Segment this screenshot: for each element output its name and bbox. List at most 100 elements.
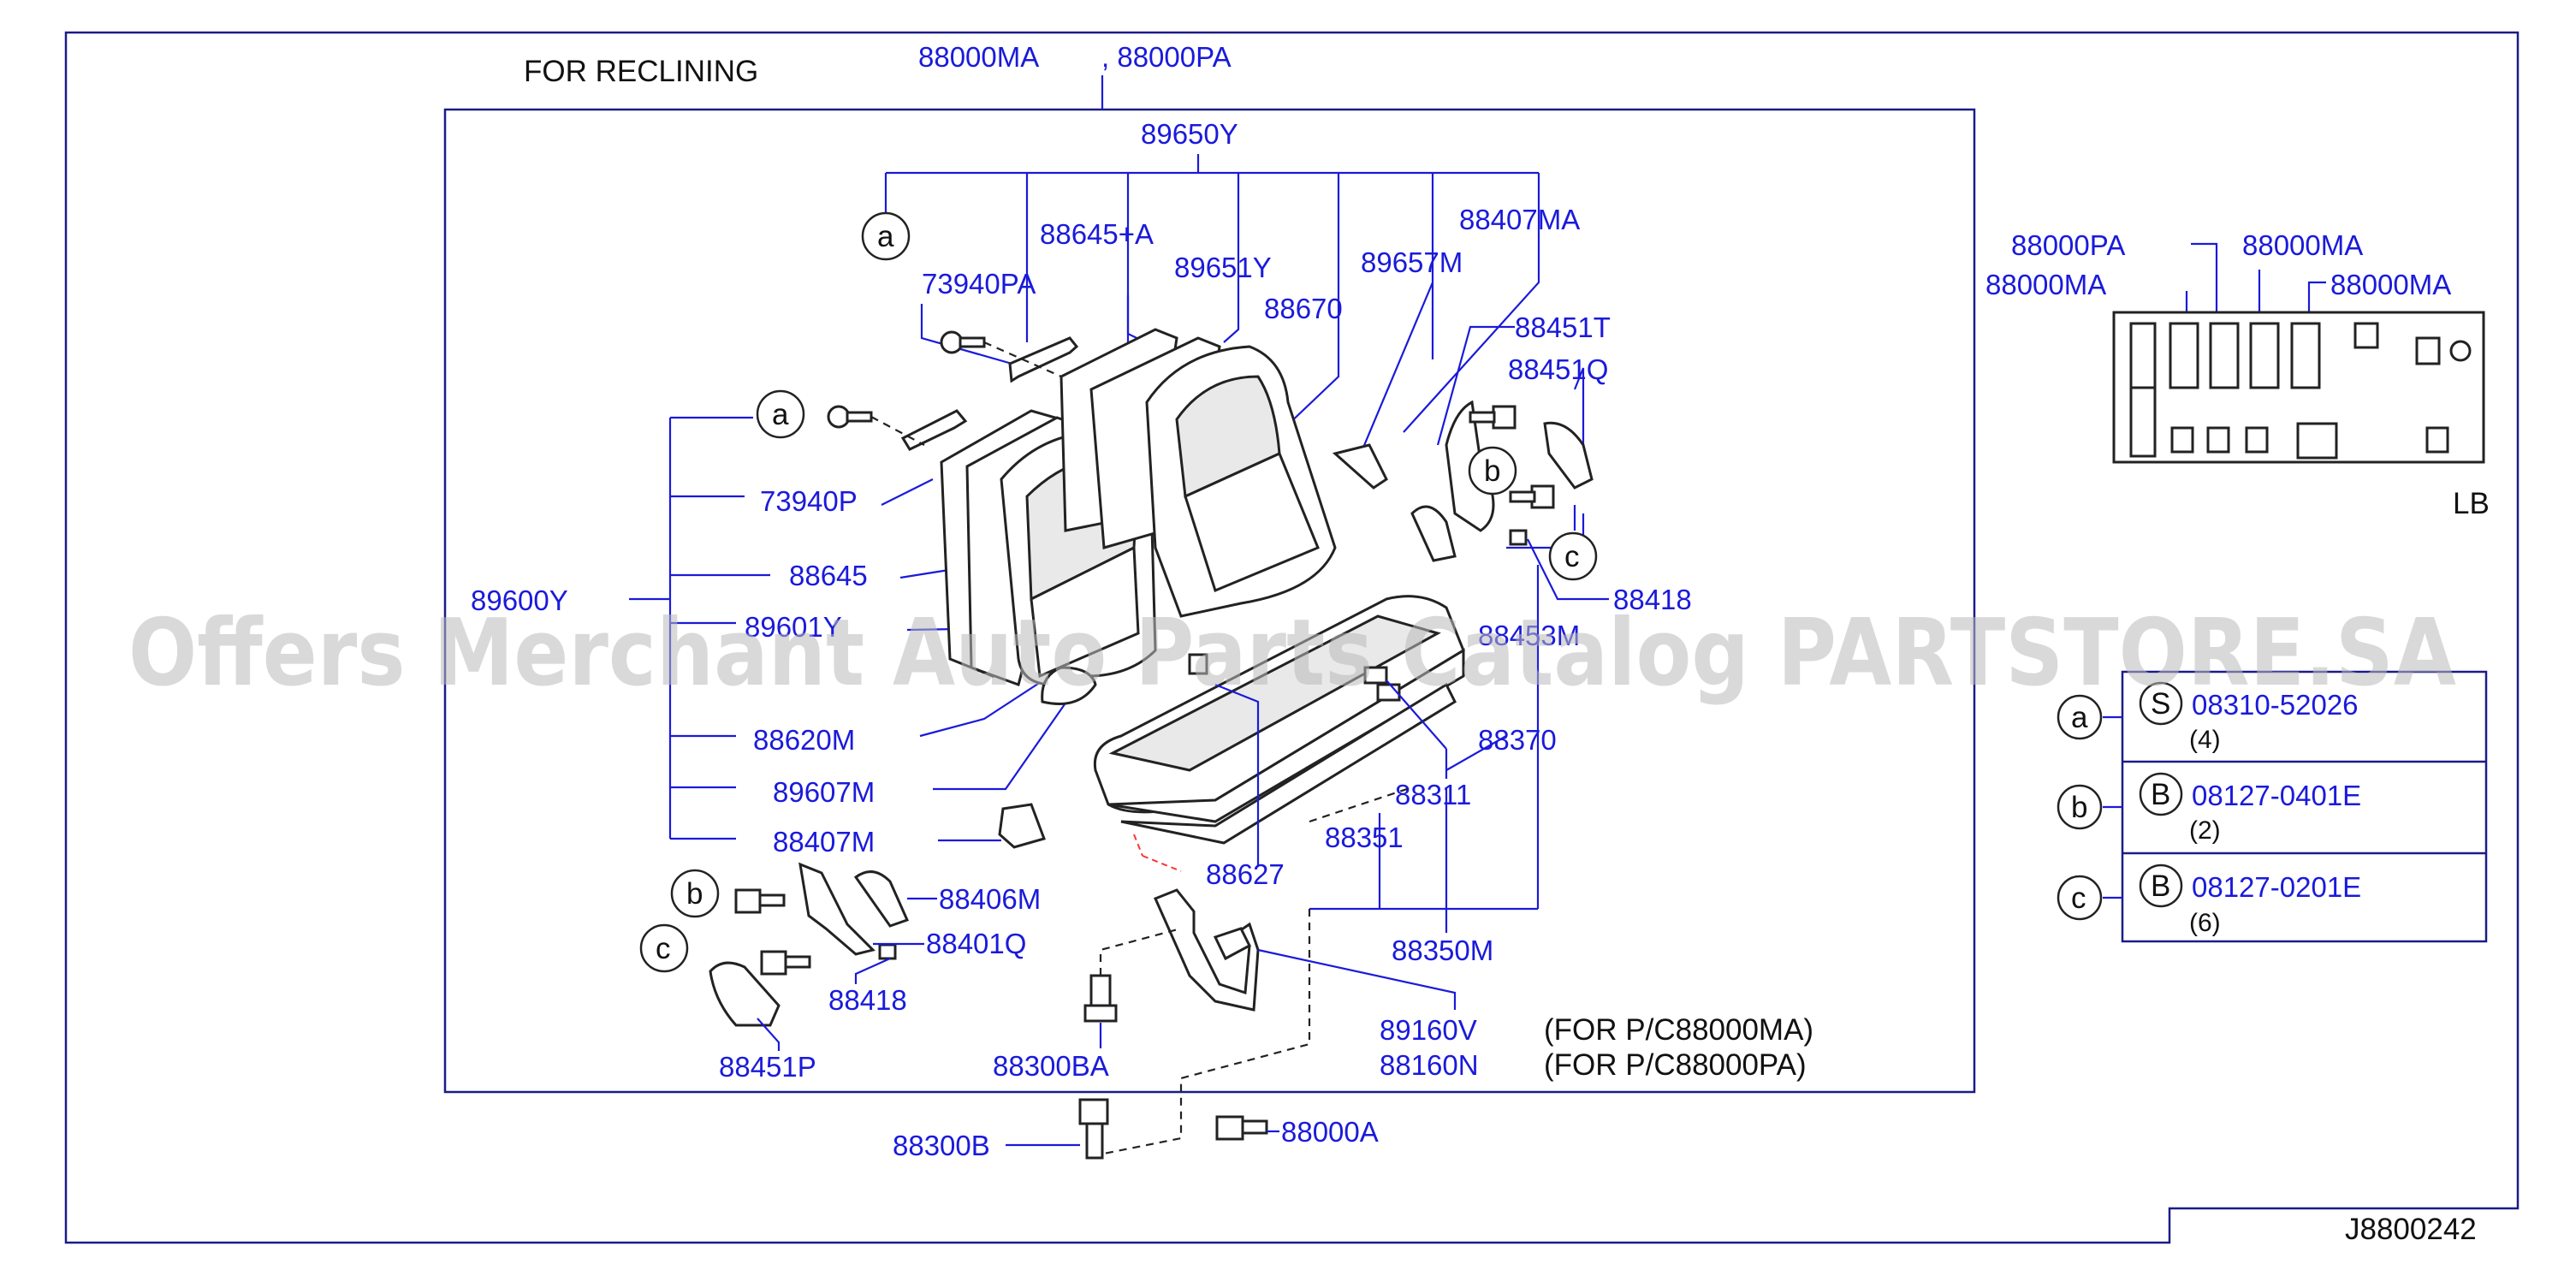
callout-88350M[interactable]: 88350M	[1392, 935, 1493, 966]
bracket-88350M	[1309, 565, 1540, 933]
callout-88351[interactable]: 88351	[1325, 822, 1404, 853]
fastener-row-a[interactable]: a S 08310-52026 (4)	[2057, 681, 2359, 754]
bolt-b-right[interactable]	[1469, 405, 1517, 430]
callout-88000MA-top[interactable]: 88000MA	[918, 41, 1039, 73]
callout-88418-right[interactable]: 88418	[1613, 584, 1692, 615]
callout-89650Y[interactable]: 89650Y	[1141, 118, 1238, 150]
callout-89657M[interactable]: 89657M	[1361, 246, 1463, 278]
circle-b-left-letter: b	[686, 877, 703, 911]
callout-88645A[interactable]: 88645+A	[1040, 218, 1154, 250]
callout-89607M[interactable]: 89607M	[773, 776, 875, 808]
spacer-88418-right[interactable]	[1509, 529, 1528, 546]
inset-label-88000PA[interactable]: 88000PA	[2011, 229, 2125, 261]
bracket-89650Y	[884, 154, 1540, 359]
circle-c-left[interactable]	[639, 923, 689, 973]
callout-88620M[interactable]: 88620M	[753, 724, 855, 756]
inset-lb: 88000PA 88000MA 88000MA 88000MA LB	[1985, 229, 2490, 520]
circle-a-left-letter: a	[772, 398, 789, 431]
callout-88451Q[interactable]: 88451Q	[1508, 353, 1608, 385]
callout-88370[interactable]: 88370	[1478, 724, 1557, 756]
bolt-b-left[interactable]	[734, 888, 786, 914]
bracket-88407MA[interactable]	[1332, 443, 1388, 490]
recliner-88401Q[interactable]	[798, 862, 875, 956]
callout-89651Y[interactable]: 89651Y	[1174, 252, 1272, 283]
callout-88407MA[interactable]: 88407MA	[1459, 204, 1580, 235]
lever-88453M[interactable]	[1410, 505, 1457, 562]
callout-88401Q[interactable]: 88401Q	[926, 928, 1026, 959]
callout-88627[interactable]: 88627	[1206, 858, 1285, 890]
screw-a-left[interactable]	[827, 405, 873, 429]
fastener-part-b[interactable]: 08127-0401E	[2192, 780, 2361, 811]
dash-line	[870, 416, 925, 446]
fastener-row-b[interactable]: b B 08127-0401E (2)	[2057, 772, 2361, 845]
callout-89160V[interactable]: 89160V	[1380, 1014, 1477, 1046]
header-title: FOR RECLINING	[524, 55, 758, 88]
callout-88000A[interactable]: 88000A	[1281, 1116, 1379, 1148]
seat-cushion[interactable]	[1093, 595, 1465, 845]
dash-line	[983, 341, 1062, 378]
spacer-88418-left[interactable]	[878, 943, 897, 960]
bracket-88407M[interactable]	[998, 803, 1046, 849]
callout-88300BA[interactable]: 88300BA	[993, 1050, 1109, 1082]
circle-b-right[interactable]	[1468, 446, 1517, 496]
bracket-89600Y	[629, 416, 770, 840]
callout-73940PA[interactable]: 73940PA	[922, 268, 1036, 300]
svg-text:c: c	[2071, 881, 2086, 915]
inset-tag: LB	[2453, 487, 2490, 520]
fastener-part-c[interactable]: 08127-0201E	[2192, 871, 2361, 903]
bolt-c-right[interactable]	[1509, 484, 1555, 509]
bolt-88300BA[interactable]	[1083, 974, 1118, 1023]
svg-text:B: B	[2151, 869, 2170, 903]
callout-88000PA-top[interactable]: , 88000PA	[1101, 41, 1232, 73]
callout-88645[interactable]: 88645	[789, 560, 868, 591]
callout-88453M[interactable]: 88453M	[1478, 620, 1580, 651]
fastener-row-c[interactable]: c B 08127-0201E (6)	[2057, 863, 2361, 937]
callout-73940P[interactable]: 73940P	[760, 485, 858, 517]
circle-a-top[interactable]	[861, 211, 911, 261]
callout-88300B[interactable]: 88300B	[893, 1130, 990, 1161]
leader-line	[1214, 683, 1260, 866]
leader-line	[1386, 680, 1447, 750]
bolt-88000A[interactable]	[1215, 1115, 1268, 1141]
callout-89600Y[interactable]: 89600Y	[471, 585, 568, 616]
callout-89601Y[interactable]: 89601Y	[745, 611, 842, 643]
circle-b-left[interactable]	[670, 869, 720, 918]
red-dash	[1133, 834, 1143, 857]
callout-88451P[interactable]: 88451P	[719, 1051, 816, 1083]
callout-88407M[interactable]: 88407M	[773, 826, 875, 858]
bolt-c-left[interactable]	[760, 950, 811, 976]
circle-a-left[interactable]	[756, 389, 805, 439]
knob-88451P[interactable]	[709, 961, 781, 1027]
knob-88451Q[interactable]	[1543, 421, 1594, 490]
callout-88311[interactable]: 88311	[1395, 779, 1471, 810]
handle-73940PA[interactable]	[1008, 336, 1079, 383]
circle-c-left-letter: c	[656, 932, 671, 965]
svg-text:B: B	[2151, 778, 2170, 811]
callout-88160N[interactable]: 88160N	[1380, 1049, 1479, 1081]
svg-text:S: S	[2151, 687, 2170, 721]
note-pc88000MA: (FOR P/C88000MA)	[1544, 1013, 1813, 1047]
callout-88418-left[interactable]: 88418	[828, 984, 907, 1016]
left-leaders	[881, 478, 1083, 842]
fastener-part-a[interactable]: 08310-52026	[2192, 689, 2359, 721]
fastener-qty-a: (4)	[2189, 726, 2221, 754]
fastener-table: a S 08310-52026 (4) b B 08127-0401E (2) …	[2057, 670, 2488, 943]
leader-line	[1257, 948, 1457, 1010]
dash-line	[1095, 909, 1311, 1157]
lever-88406M[interactable]	[853, 870, 910, 928]
inset-label-88000MA-2[interactable]: 88000MA	[1985, 269, 2106, 300]
callout-88406M[interactable]: 88406M	[939, 883, 1041, 915]
bolt-88300B[interactable]	[1078, 1098, 1109, 1160]
outer-frame	[64, 31, 2520, 1244]
circle-c-right[interactable]	[1548, 531, 1598, 581]
seat-back-left[interactable]	[940, 409, 1157, 705]
callout-88451T[interactable]: 88451T	[1515, 312, 1611, 343]
riser-89160V[interactable]	[1153, 888, 1260, 1012]
dash-line	[1309, 786, 1413, 823]
inset-leaders	[2185, 242, 2326, 321]
seat-back-right[interactable]	[1059, 328, 1337, 618]
callout-88670[interactable]: 88670	[1264, 293, 1343, 324]
handle-73940P[interactable]	[900, 409, 968, 451]
inset-label-88000MA-3[interactable]: 88000MA	[2330, 269, 2451, 300]
inset-label-88000MA-1[interactable]: 88000MA	[2242, 229, 2363, 261]
